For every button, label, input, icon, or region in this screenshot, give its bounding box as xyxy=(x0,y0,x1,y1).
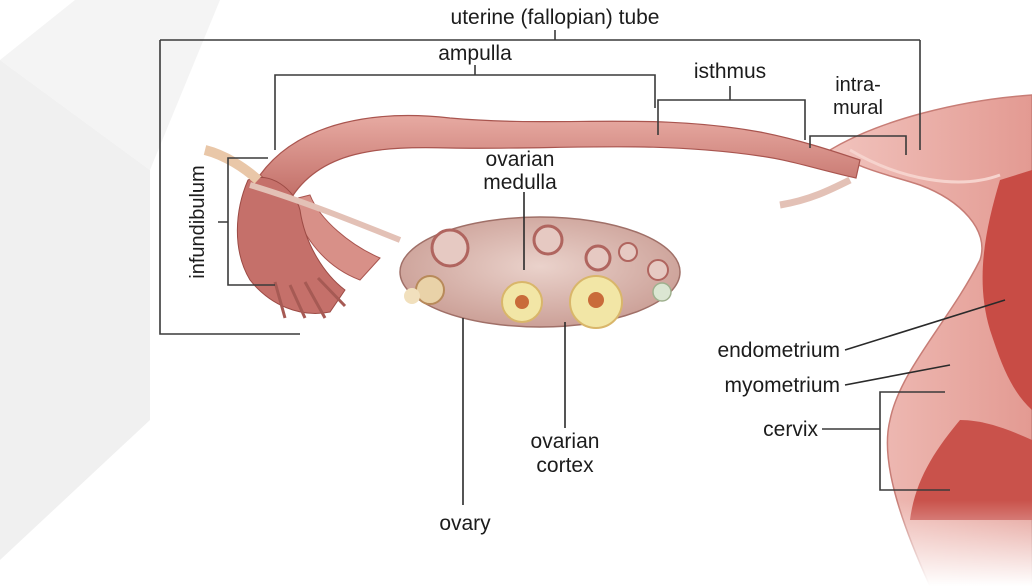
label-endometrium: endometrium xyxy=(717,339,840,362)
ovary-illustration xyxy=(400,217,680,328)
watermark xyxy=(0,0,220,560)
label-intramural-line1: intra- xyxy=(835,74,881,96)
label-intramural-line2: mural xyxy=(833,97,883,119)
label-uterine-tube: uterine (fallopian) tube xyxy=(451,6,660,29)
label-ovarian-medulla-line2: medulla xyxy=(483,171,557,194)
label-myometrium: myometrium xyxy=(724,374,840,397)
label-ampulla: ampulla xyxy=(438,42,512,65)
label-infundibulum: infundibulum xyxy=(187,165,209,278)
label-ovary: ovary xyxy=(439,512,491,535)
label-ovarian-cortex-line1: ovarian xyxy=(531,430,600,453)
label-ovarian-medulla-line1: ovarian xyxy=(486,148,555,171)
label-cervix: cervix xyxy=(763,418,818,441)
label-isthmus: isthmus xyxy=(694,60,766,83)
label-ovarian-cortex-line2: cortex xyxy=(536,454,594,477)
